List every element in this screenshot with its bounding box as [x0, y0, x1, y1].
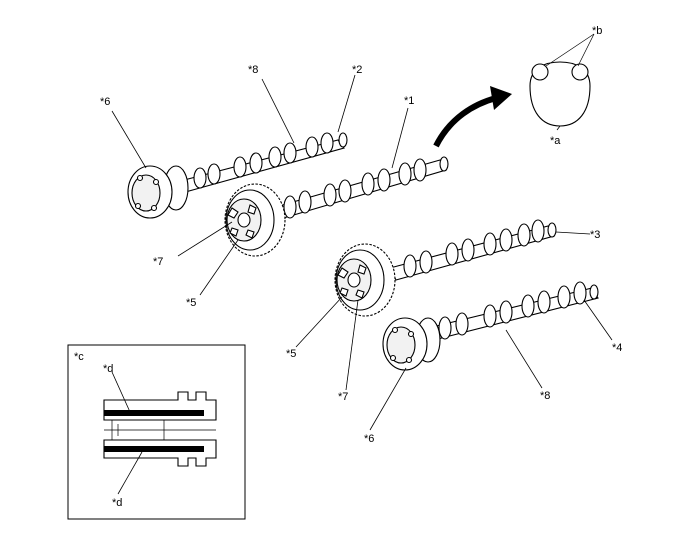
callout-5-right: *5 — [286, 348, 296, 360]
callout-a: *a — [550, 135, 561, 147]
callout-4: *4 — [612, 342, 622, 354]
sprocket-upper — [224, 183, 286, 257]
callout-8-right: *8 — [540, 390, 550, 402]
callout-6-right: *6 — [364, 433, 374, 445]
lower-upper-camshaft — [334, 219, 557, 317]
callout-1: *1 — [404, 95, 414, 107]
callout-d-bottom: *d — [112, 497, 122, 509]
lower-camshaft — [382, 281, 599, 371]
inset-cross-section — [67, 344, 246, 520]
cam-profile-detail — [529, 33, 595, 127]
callout-3: *3 — [590, 229, 600, 241]
upper-left-camshaft — [127, 132, 348, 219]
vvt-assembly-lower-right — [382, 317, 441, 371]
sprocket-lower — [334, 243, 396, 317]
upper-right-camshaft — [224, 156, 449, 257]
callout-6-left: *6 — [100, 96, 110, 108]
callout-8-left: *8 — [248, 64, 258, 76]
curved-arrow-icon — [433, 86, 512, 148]
leader-lines — [111, 74, 613, 495]
callout-5-left: *5 — [186, 297, 196, 309]
callout-b: *b — [592, 25, 602, 37]
callout-2: *2 — [352, 64, 362, 76]
callout-7-left: *7 — [153, 256, 163, 268]
callout-d-top: *d — [103, 363, 113, 375]
callout-c: *c — [74, 351, 84, 363]
callout-7-right: *7 — [338, 391, 348, 403]
vvt-assembly-upper-left — [127, 165, 189, 219]
